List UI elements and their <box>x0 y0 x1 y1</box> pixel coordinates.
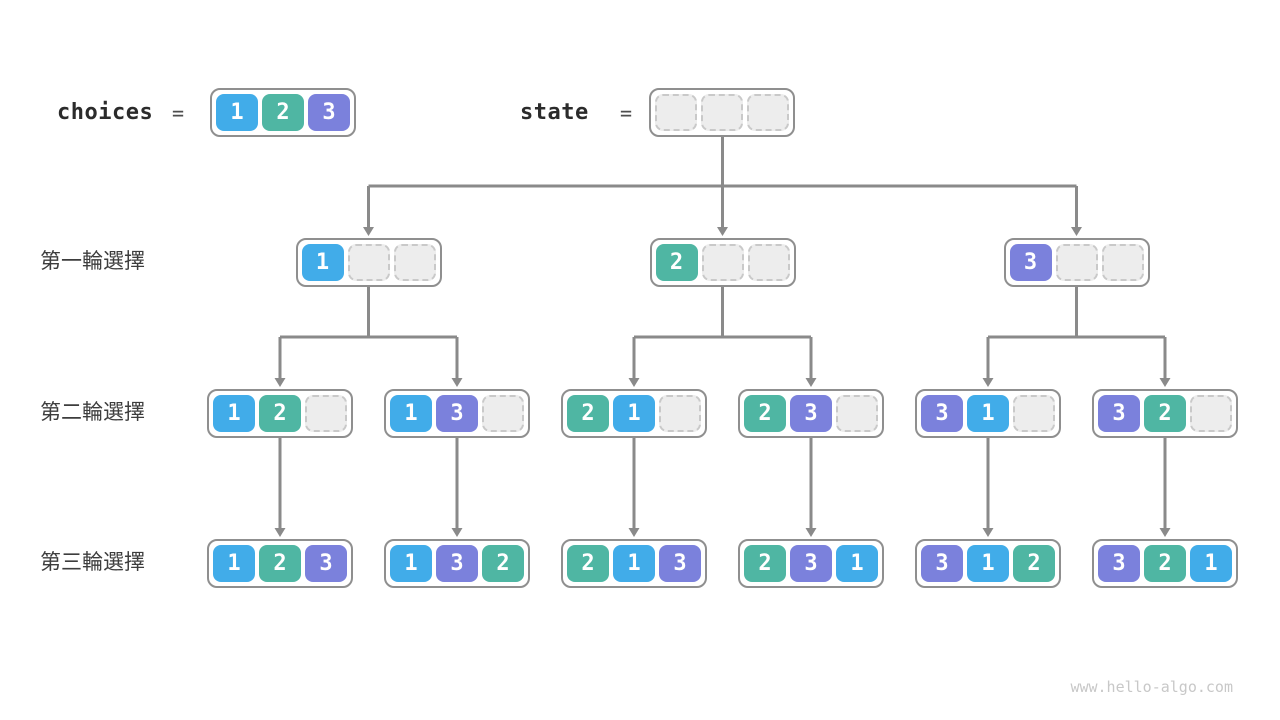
value-cell: 1 <box>390 395 432 432</box>
value-cell: 2 <box>655 244 698 281</box>
value-cell: 2 <box>567 395 609 432</box>
choices-label: choices <box>57 100 154 125</box>
state-equals-sign: = <box>620 101 633 125</box>
empty-cell <box>655 94 697 131</box>
tree-node: 2 <box>649 238 796 287</box>
empty-cell <box>1055 244 1098 281</box>
value-cell: 1 <box>836 545 878 582</box>
empty-cell <box>1013 395 1055 432</box>
value-cell: 3 <box>659 545 701 582</box>
value-cell: 3 <box>921 395 963 432</box>
tree-node: 3 <box>1003 238 1150 287</box>
empty-cell <box>701 94 743 131</box>
arrowhead-icon <box>1159 528 1171 537</box>
value-cell: 1 <box>613 395 655 432</box>
empty-cell <box>305 395 347 432</box>
connector-lines <box>278 136 1167 528</box>
value-cell: 3 <box>436 395 478 432</box>
value-cell: 3 <box>790 395 832 432</box>
value-cell: 3 <box>436 545 478 582</box>
state-array-box <box>649 88 795 137</box>
arrowhead-icon <box>363 227 374 236</box>
value-cell: 1 <box>967 545 1009 582</box>
value-cell: 3 <box>1098 545 1140 582</box>
value-cell: 2 <box>259 545 301 582</box>
value-cell: 2 <box>744 395 786 432</box>
empty-cell <box>347 244 390 281</box>
value-cell: 1 <box>301 244 344 281</box>
row-label: 第三輪選擇 <box>40 551 145 574</box>
value-cell: 2 <box>482 545 524 582</box>
watermark: www.hello-algo.com <box>1070 678 1233 696</box>
arrowhead-icon <box>1071 227 1082 236</box>
arrowhead-icon <box>982 528 994 537</box>
arrowhead-icon <box>451 528 463 537</box>
value-cell: 1 <box>390 545 432 582</box>
empty-cell <box>836 395 878 432</box>
value-cell: 2 <box>262 94 304 131</box>
empty-cell <box>482 395 524 432</box>
arrowhead-icon <box>274 528 286 537</box>
empty-cell <box>659 395 701 432</box>
arrowhead-icon <box>451 378 463 387</box>
choices-equals-sign: = <box>172 101 185 125</box>
state-label: state <box>520 100 589 125</box>
arrowhead-icon <box>805 378 817 387</box>
value-cell: 3 <box>1009 244 1052 281</box>
value-cell: 3 <box>921 545 963 582</box>
arrowhead-icon <box>1159 378 1171 387</box>
tree-node: 1 <box>295 238 442 287</box>
value-cell: 2 <box>744 545 786 582</box>
value-cell: 3 <box>1098 395 1140 432</box>
arrowhead-icon <box>274 378 286 387</box>
value-cell: 2 <box>1013 545 1055 582</box>
row-label: 第一輪選擇 <box>40 250 145 273</box>
empty-cell <box>747 94 789 131</box>
empty-cell <box>393 244 436 281</box>
value-cell: 3 <box>305 545 347 582</box>
arrowhead-icon <box>628 528 640 537</box>
value-cell: 2 <box>567 545 609 582</box>
value-cell: 1 <box>213 395 255 432</box>
value-cell: 3 <box>308 94 350 131</box>
value-cell: 1 <box>967 395 1009 432</box>
empty-cell <box>1101 244 1144 281</box>
arrowhead-icon <box>717 227 728 236</box>
value-cell: 1 <box>213 545 255 582</box>
value-cell: 1 <box>1190 545 1232 582</box>
value-cell: 2 <box>1144 395 1186 432</box>
row-label: 第二輪選擇 <box>40 401 145 424</box>
empty-cell <box>747 244 790 281</box>
value-cell: 1 <box>216 94 258 131</box>
empty-cell <box>1190 395 1232 432</box>
empty-cell <box>701 244 744 281</box>
value-cell: 3 <box>790 545 832 582</box>
value-cell: 2 <box>1144 545 1186 582</box>
value-cell: 2 <box>259 395 301 432</box>
arrowhead-icon <box>628 378 640 387</box>
value-cell: 1 <box>613 545 655 582</box>
arrowhead-icon <box>982 378 994 387</box>
arrowhead-icon <box>805 528 817 537</box>
